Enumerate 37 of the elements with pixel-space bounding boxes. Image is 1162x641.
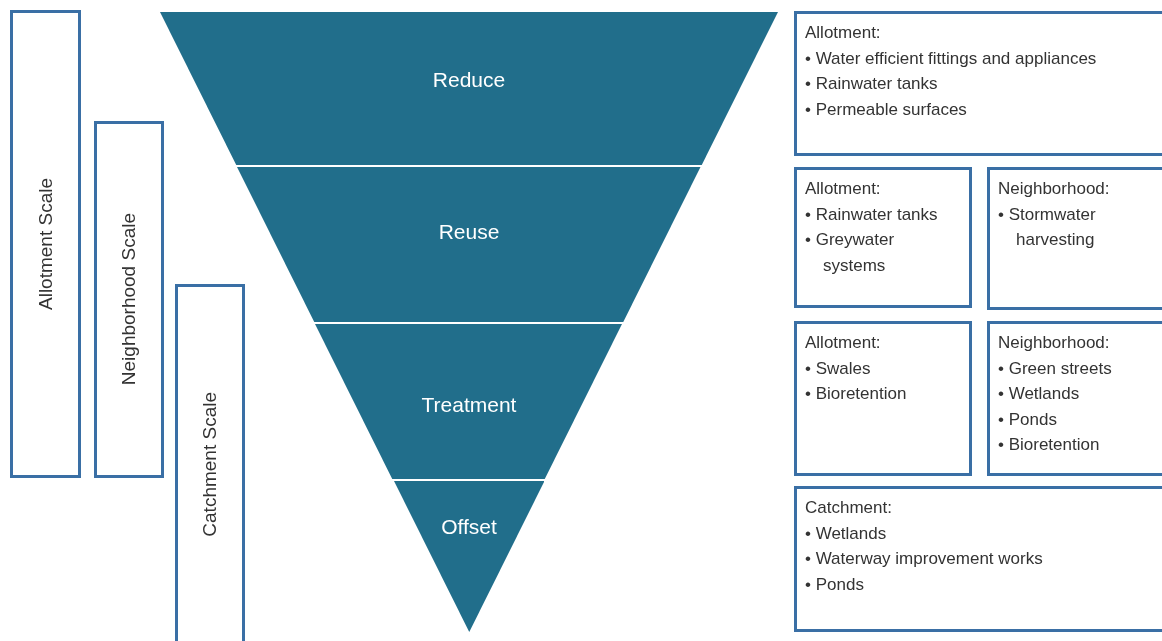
list-item: • Permeable surfaces <box>805 98 968 121</box>
list-item: • Wetlands <box>998 383 1081 405</box>
measure-box <box>794 321 972 476</box>
box-heading: Catchment: <box>805 497 893 519</box>
scale-label: Catchment Scale <box>199 391 221 537</box>
scale-box <box>94 121 164 478</box>
band-label: Reuse <box>437 220 501 244</box>
list-item: • Water efficient fittings and appliances <box>805 47 1098 70</box>
box-heading: Allotment: <box>805 178 882 200</box>
list-item: • Swales <box>805 357 872 380</box>
list-item: • Waterway improvement works <box>805 548 1044 570</box>
list-item: • Green streets <box>998 357 1113 380</box>
list-item: • Wetlands <box>805 522 888 545</box>
measure-box <box>794 11 1162 156</box>
measure-box <box>987 321 1162 476</box>
box-heading: Allotment: <box>805 22 882 44</box>
measure-box <box>794 486 1162 632</box>
scale-label: Allotment Scale <box>34 178 57 310</box>
list-item: • Ponds <box>998 408 1058 431</box>
box-heading: Allotment: <box>805 332 882 354</box>
band-label: Reduce <box>431 68 507 92</box>
measure-box <box>987 167 1162 310</box>
box-heading: Neighborhood: <box>998 332 1111 354</box>
scale-label: Neighborhood Scale <box>118 213 140 386</box>
box-heading: Neighborhood: <box>998 178 1111 200</box>
list-item: • Ponds <box>805 573 865 596</box>
list-item: • Stormwater harvesting <box>998 203 1097 251</box>
list-item: • Rainwater tanks <box>805 73 939 95</box>
list-item: • Bioretention <box>998 434 1101 456</box>
measure-box <box>794 167 972 308</box>
list-item: • Greywater systems <box>805 229 896 277</box>
list-item: • Rainwater tanks <box>805 203 939 226</box>
scale-box <box>10 10 81 478</box>
band-label: Offset <box>440 515 498 539</box>
band-label: Treatment <box>420 393 518 417</box>
scale-box <box>175 284 245 641</box>
list-item: • Bioretention <box>805 383 908 405</box>
